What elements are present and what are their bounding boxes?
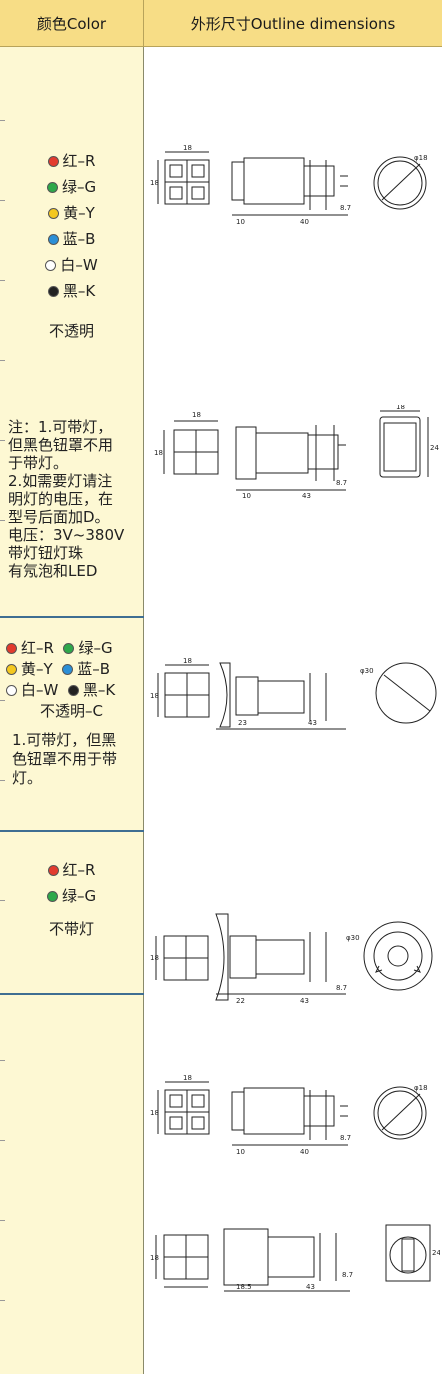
color-item-yellow: 黄–Y [0, 200, 143, 226]
blue-dot-icon [62, 664, 74, 675]
svg-text:18: 18 [183, 1074, 192, 1082]
svg-text:40: 40 [300, 218, 309, 226]
red-dot-icon [47, 865, 59, 876]
black-dot-icon [47, 286, 59, 297]
yellow-dot-icon [48, 208, 60, 219]
svg-text:40: 40 [300, 1148, 309, 1156]
svg-text:φ18: φ18 [414, 1084, 428, 1092]
row-divider [0, 616, 144, 618]
red-dot-icon [6, 643, 17, 654]
svg-text:18: 18 [154, 449, 163, 457]
row-divider [0, 830, 144, 832]
svg-text:18: 18 [192, 411, 201, 419]
svg-text:43: 43 [308, 719, 317, 727]
outline-drawing-2: 18 18 10 43 8.7 18 24 [154, 405, 439, 500]
svg-text:10: 10 [242, 492, 251, 500]
outline-drawing-5: 18 18 10 40 8.7 φ18 [150, 1074, 428, 1156]
outline-drawing-6: 18 18.5 43 8.7 24 [150, 1224, 440, 1292]
svg-text:18: 18 [150, 179, 159, 187]
green-dot-icon [63, 643, 75, 654]
svg-text:φ18: φ18 [414, 154, 428, 162]
svg-text:23: 23 [238, 719, 247, 727]
svg-text:18: 18 [183, 144, 192, 152]
yellow-dot-icon [6, 664, 17, 675]
svg-text:18: 18 [150, 692, 159, 700]
svg-text:18.5: 18.5 [236, 1283, 252, 1291]
svg-text:18: 18 [183, 657, 192, 665]
white-dot-icon [6, 685, 17, 696]
color-item-black: 黑–K [0, 278, 143, 304]
svg-text:43: 43 [302, 492, 311, 500]
svg-text:24: 24 [430, 444, 439, 452]
svg-text:8.7: 8.7 [340, 204, 351, 212]
svg-text:24: 24 [432, 1249, 440, 1257]
color-column [0, 47, 144, 1374]
color-list-row2: 红–R 绿–G 黄–Y 蓝–B 白–W 黑–K 不透明–C [6, 638, 143, 722]
no-light-label: 不带灯 [48, 920, 94, 938]
color-item-green: 绿–G [0, 174, 143, 200]
svg-text:10: 10 [236, 1148, 245, 1156]
white-dot-icon [45, 260, 57, 271]
color-list-row1: 红–R 绿–G 黄–Y 蓝–B 白–W 黑–K [0, 148, 143, 304]
svg-text:22: 22 [236, 997, 245, 1005]
color-item-white: 白–W [0, 252, 143, 278]
blue-dot-icon [47, 234, 59, 245]
svg-text:18: 18 [150, 954, 159, 962]
header-outline-dimensions: 外形尺寸Outline dimensions [144, 0, 442, 47]
svg-text:18: 18 [396, 405, 405, 411]
green-dot-icon [46, 891, 58, 902]
outline-drawing-1: 18 18 10 40 8.7 φ18 [150, 144, 428, 226]
color-list-row3: 红–R 绿–G [0, 857, 143, 909]
note-row1: 注：1.可带灯，但黑色钮罩不用于带灯。 2.如需要灯请注明灯的电压，在型号后面加… [8, 418, 125, 580]
svg-text:8.7: 8.7 [340, 1134, 351, 1142]
svg-text:φ30: φ30 [360, 667, 374, 675]
svg-text:10: 10 [236, 218, 245, 226]
color-item-red: 红–R [0, 148, 143, 174]
color-item-blue: 蓝–B [0, 226, 143, 252]
svg-text:18: 18 [150, 1109, 159, 1117]
header-color: 颜色Color [0, 0, 144, 47]
red-dot-icon [47, 156, 59, 167]
svg-text:8.7: 8.7 [336, 479, 347, 487]
outline-drawing-3: 18 18 23 43 φ30 [150, 657, 437, 730]
note-row2: 1.可带灯，但黑色钮罩不用于带灯。 [12, 731, 118, 787]
green-dot-icon [46, 182, 58, 193]
dimensions-column [144, 47, 442, 1374]
outline-drawing-4: 18 22 43 8.7 φ30 [150, 913, 433, 1005]
svg-text:18: 18 [150, 1254, 159, 1262]
svg-text:φ30: φ30 [346, 934, 360, 942]
opaque-c-label: 不透明–C [40, 702, 103, 720]
svg-text:43: 43 [306, 1283, 315, 1291]
black-dot-icon [67, 685, 79, 696]
svg-text:43: 43 [300, 997, 309, 1005]
svg-text:8.7: 8.7 [342, 1271, 353, 1279]
opaque-label: 不透明 [48, 322, 94, 340]
row-divider [0, 993, 144, 995]
svg-text:8.7: 8.7 [336, 984, 347, 992]
